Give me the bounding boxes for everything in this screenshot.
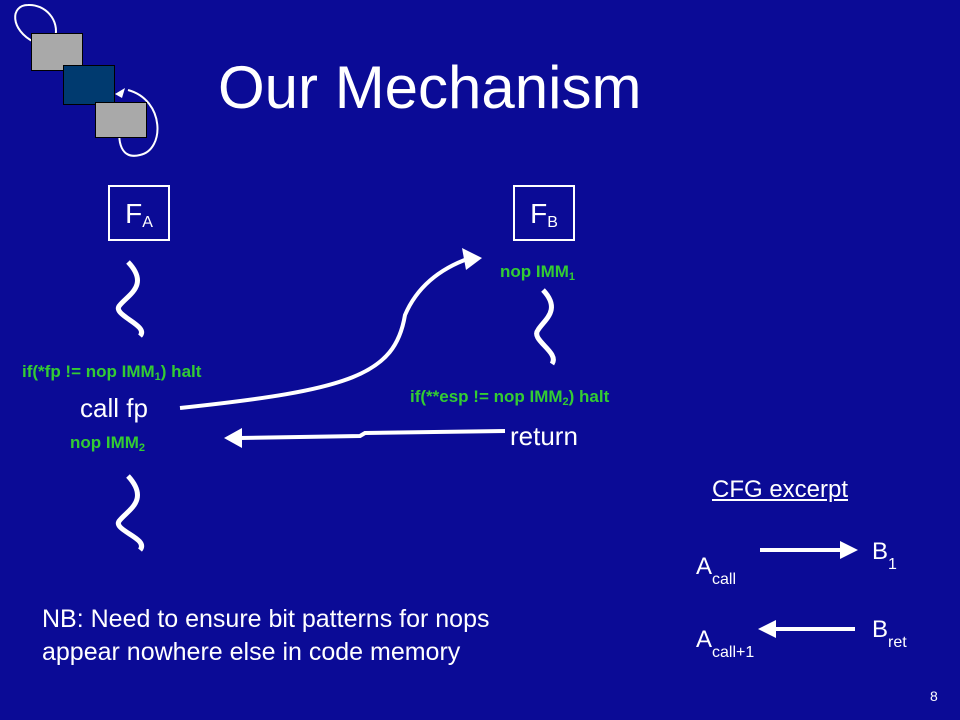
nop-imm2-text: nop IMM — [70, 433, 139, 452]
cfg-return-arrowhead — [758, 620, 776, 638]
logo-square-1 — [31, 33, 83, 71]
cfg-a-call1-sub: call+1 — [712, 644, 755, 661]
cfg-title: CFG excerpt — [712, 476, 849, 503]
cfg-b1: B1 — [872, 538, 897, 574]
cfg-a-call1: Acall+1 — [696, 626, 754, 662]
cfg-bret: Bret — [872, 616, 907, 652]
function-b-box: FB — [513, 185, 575, 241]
note-line-2: appear nowhere else in code memory — [42, 638, 461, 666]
squiggle-fa-top — [115, 260, 145, 338]
cfg-a-call-sub: call — [712, 571, 737, 588]
esp-check-text: if(**esp != nop IMM — [410, 387, 563, 406]
logo-arrowhead-bottom — [115, 88, 125, 98]
fp-check-text: if(*fp != nop IMM — [22, 362, 155, 381]
nop-imm2-label: nop IMM2 — [70, 433, 145, 454]
nop-imm1-sub: 1 — [568, 271, 576, 283]
esp-check-label: if(**esp != nop IMM2) halt — [410, 387, 609, 408]
return-arrowhead — [224, 428, 242, 448]
return-label: return — [510, 421, 578, 451]
esp-check-post: ) halt — [568, 387, 610, 406]
cfg-b1-letter: B — [872, 538, 889, 565]
return-arrow — [239, 429, 506, 440]
esp-check-sub: 2 — [562, 396, 569, 408]
nop-imm1-text: nop IMM — [500, 262, 569, 281]
fp-check-post: ) halt — [160, 362, 202, 381]
note-box: NB: Need to ensure bit patterns for nops… — [42, 603, 489, 669]
function-a-box: FA — [108, 185, 170, 241]
cfg-call-arrowhead — [840, 541, 858, 559]
note-line-1: NB: Need to ensure bit patterns for nops — [42, 605, 490, 633]
call-arrow — [179, 256, 471, 410]
fp-check-sub: 1 — [154, 371, 161, 383]
cfg-a-call: Acall — [696, 553, 736, 589]
nop-imm1-label: nop IMM1 — [500, 262, 575, 283]
page-number: 8 — [930, 688, 938, 704]
logo-square-2 — [63, 65, 115, 105]
call-arrowhead — [462, 248, 482, 270]
cfg-bret-sub: ret — [888, 634, 907, 651]
logo-square-3 — [95, 102, 147, 138]
squiggle-fa-bottom — [115, 474, 145, 552]
logo-arc-top — [14, 3, 57, 43]
nop-imm2-sub: 2 — [138, 442, 146, 454]
call-fp-label: call fp — [80, 393, 148, 423]
cfg-a-call-letter: A — [696, 553, 713, 580]
cfg-bret-letter: B — [872, 616, 889, 643]
fp-check-label: if(*fp != nop IMM1) halt — [22, 362, 201, 383]
cfg-a-call1-letter: A — [696, 626, 713, 653]
function-a-letter: F — [125, 198, 143, 229]
logo-arc-bottom — [118, 89, 159, 157]
cfg-b1-sub: 1 — [888, 556, 897, 573]
squiggle-fb — [534, 288, 556, 366]
slide-title: Our Mechanism — [218, 54, 642, 121]
function-b-sub: B — [547, 214, 558, 231]
function-b-letter: F — [530, 198, 548, 229]
function-a-sub: A — [142, 214, 153, 231]
